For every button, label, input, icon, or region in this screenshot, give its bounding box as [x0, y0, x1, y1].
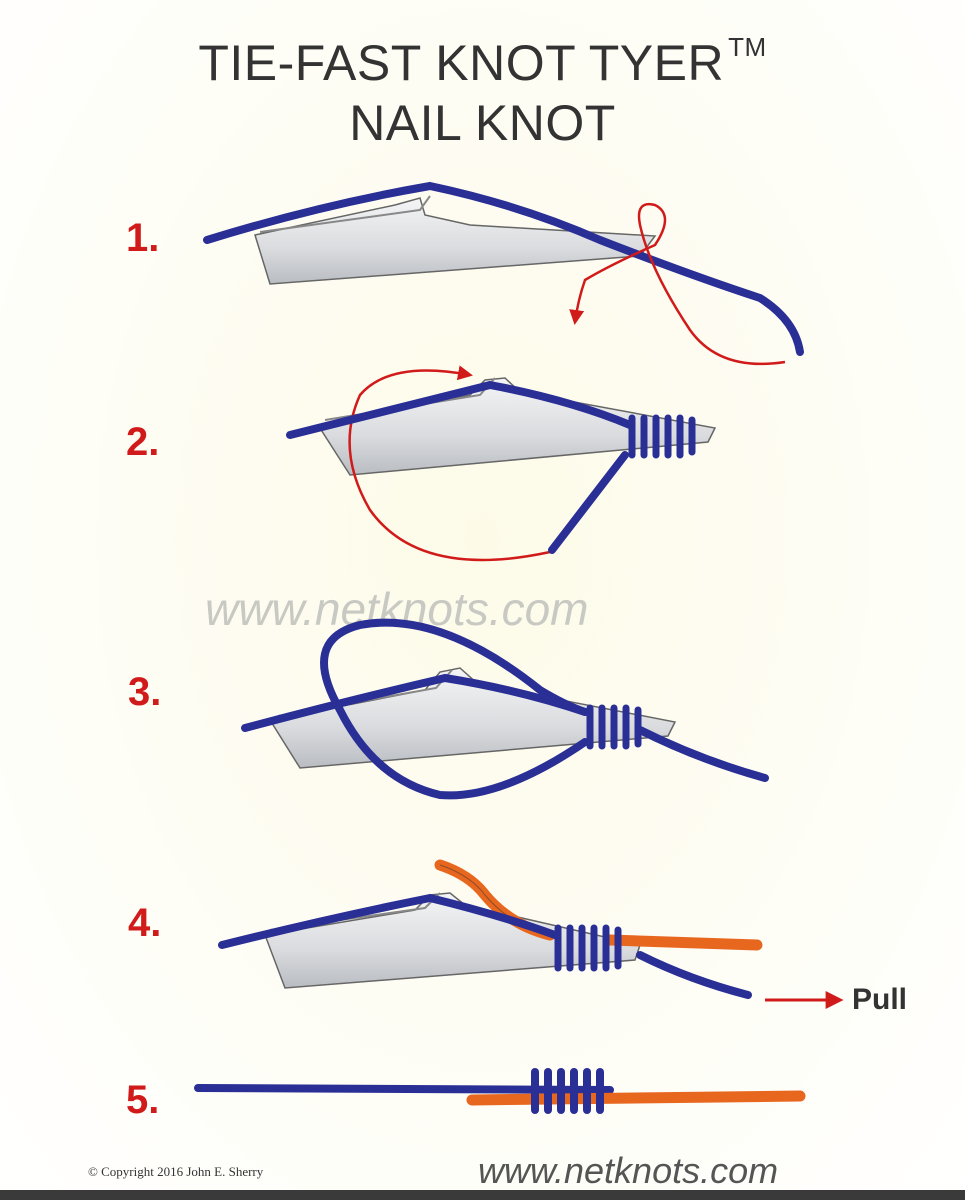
- trademark-mark: TM: [728, 32, 767, 62]
- pull-label: Pull: [852, 983, 908, 1016]
- copyright-notice: © Copyright 2016 John E. Sherry: [88, 1164, 264, 1179]
- step-3-illustration: [241, 618, 769, 800]
- step-number-5: 5.: [126, 1078, 160, 1122]
- loop-arrow-1: [569, 202, 786, 366]
- step-number-4: 4.: [128, 901, 162, 945]
- fly-line-2: [286, 380, 634, 439]
- leader-line-4: [604, 934, 763, 951]
- step-5-illustration: [194, 1068, 806, 1114]
- wraps-5: [531, 1068, 604, 1114]
- tool-edge-1: [259, 195, 431, 233]
- step-number-3: 3.: [128, 670, 162, 714]
- fly-line-5: [194, 1084, 614, 1094]
- fly-tail-4: [636, 951, 752, 999]
- wraps-2: [628, 414, 696, 459]
- fly-line-3: [241, 673, 589, 732]
- leader-line-5: [466, 1090, 806, 1106]
- fly-line-1: [203, 181, 804, 356]
- fly-line-4: [218, 893, 559, 949]
- title-line-2: NAIL KNOT: [349, 95, 616, 151]
- title-text: TIE-FAST KNOT TYER: [198, 35, 725, 91]
- red-loop-2: [348, 365, 551, 562]
- fly-tail-3: [636, 726, 769, 782]
- wraps-3: [586, 704, 642, 750]
- step-2-illustration: [286, 365, 717, 562]
- footer-url: www.netknots.com: [478, 1150, 779, 1191]
- loop-3: [320, 618, 589, 800]
- wraps-4: [554, 924, 622, 972]
- step-number-2: 2.: [126, 420, 160, 464]
- step-1-illustration: [203, 181, 804, 366]
- fly-tail-2: [548, 451, 629, 554]
- bottom-border: [0, 1190, 965, 1200]
- step-4-illustration: [218, 859, 844, 1009]
- step-number-1: 1.: [126, 216, 160, 260]
